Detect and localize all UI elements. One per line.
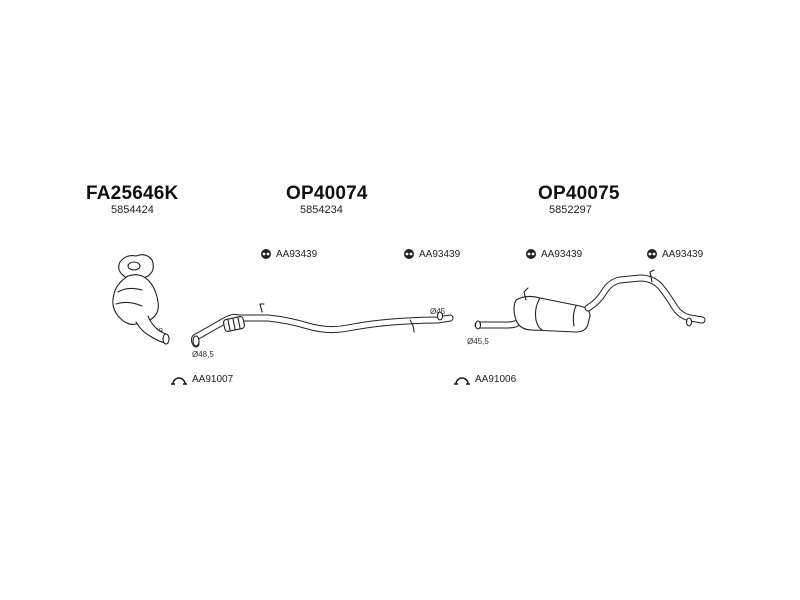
hanger-label: AA93439 [541, 248, 583, 260]
rear-silencer-drawing [474, 269, 706, 333]
catalytic-converter-drawing [112, 254, 170, 345]
front-pipe-drawing [190, 303, 454, 348]
part-code-catalyst: FA25646K [86, 183, 179, 204]
hanger-label: AA93439 [276, 248, 318, 260]
rubber-hanger-icon [647, 249, 657, 259]
hanger-label: AA93439 [419, 248, 461, 260]
dim-front-pipe-outlet: Ø45 [430, 307, 446, 316]
part-oem-rear-silencer: 5852297 [549, 204, 592, 216]
dim-front-pipe-inlet: Ø48,5 [192, 350, 214, 359]
clamp-label: AA91007 [192, 373, 234, 385]
hanger-ref-2: AA93439 [403, 248, 460, 260]
part-oem-front-pipe: 5854234 [300, 204, 343, 216]
clamp-ref-1: AA91007 [170, 372, 233, 386]
dim-rear-pipe-inlet: Ø45,5 [467, 337, 489, 346]
rubber-hanger-icon [526, 249, 536, 259]
part-code-front-pipe: OP40074 [286, 183, 368, 204]
hanger-label: AA93439 [662, 248, 704, 260]
part-code-rear-silencer: OP40075 [538, 183, 620, 204]
clamp-ref-2: AA91006 [453, 372, 516, 386]
pipe-clamp-icon [454, 377, 470, 385]
hanger-ref-3: AA93439 [525, 248, 582, 260]
pipe-clamp-icon [171, 377, 187, 385]
rubber-hanger-icon [404, 249, 414, 259]
part-oem-catalyst: 5854424 [111, 204, 154, 216]
clamp-label: AA91006 [475, 373, 517, 385]
hanger-ref-4: AA93439 [646, 248, 703, 260]
hanger-ref-1: AA93439 [260, 248, 317, 260]
rubber-hanger-icon [261, 249, 271, 259]
